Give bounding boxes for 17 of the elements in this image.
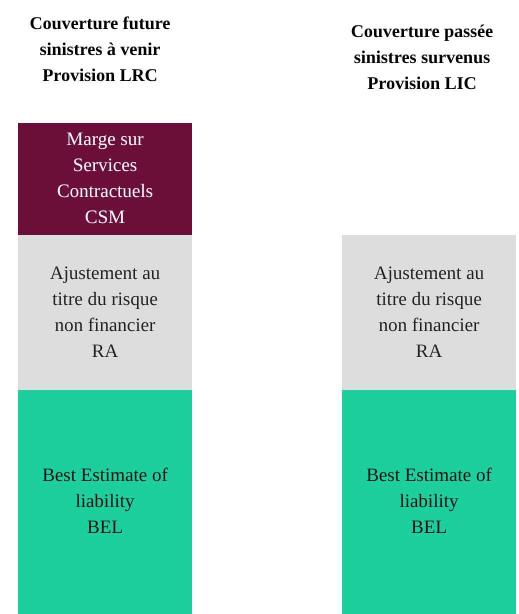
block-label: Ajustement au titre du risque non financier xyxy=(372,262,486,338)
ra-block xyxy=(18,235,192,390)
bel-block xyxy=(342,390,516,614)
csm-block xyxy=(18,123,192,235)
acronym-label: RA xyxy=(92,340,118,364)
acronym-label: CSM xyxy=(84,206,126,230)
block-label: Best Estimate of liability xyxy=(365,464,493,514)
acronym-label: BEL xyxy=(411,516,447,540)
acronym-label: RA xyxy=(416,340,442,364)
column-heading: Couverture passée sinistres survenus Provision LIC xyxy=(350,20,494,95)
block-label: Best Estimate of liability xyxy=(41,464,169,514)
bel-block xyxy=(18,390,192,614)
block-label: Marge sur Services Contractuels xyxy=(56,128,154,204)
ra-block xyxy=(342,235,516,390)
block-label: Ajustement au titre du risque non financier xyxy=(48,262,162,338)
acronym-label: BEL xyxy=(87,516,123,540)
column-heading: Couverture future sinistres à venir Provision LRC xyxy=(28,12,172,87)
